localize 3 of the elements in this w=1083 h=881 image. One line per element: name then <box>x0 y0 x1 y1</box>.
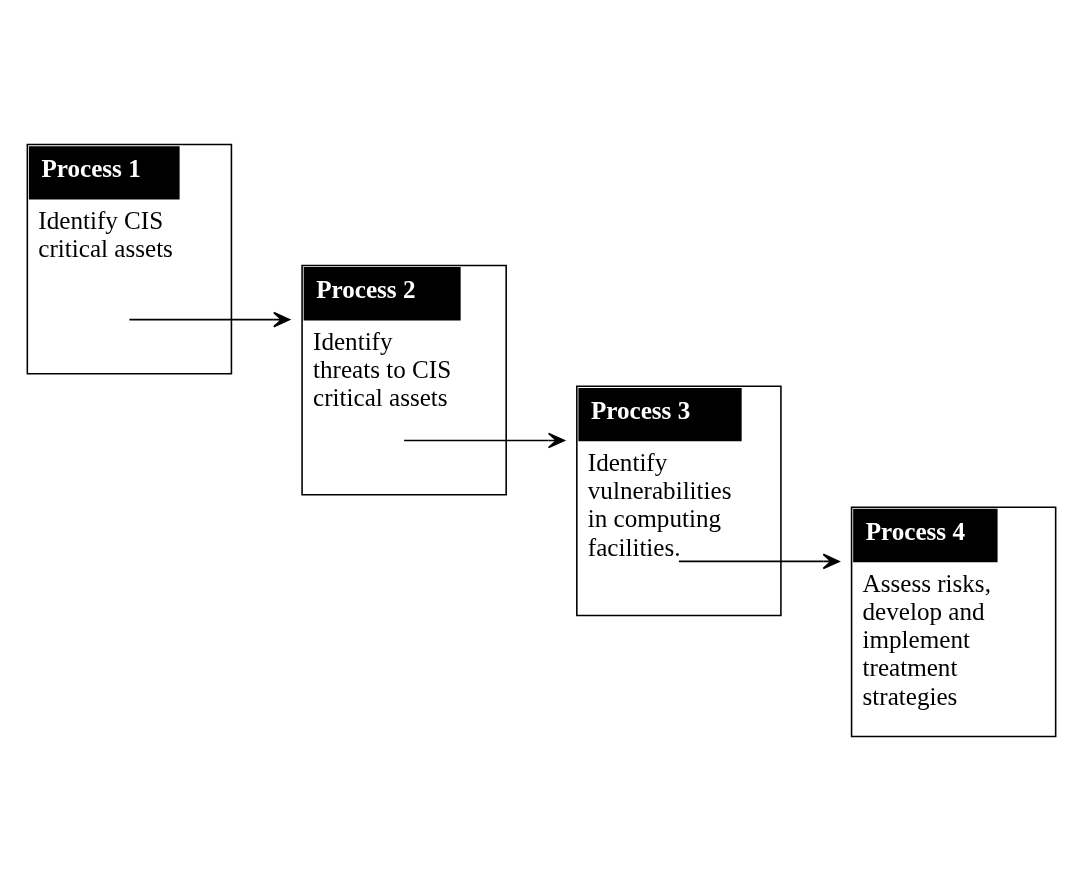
arrow <box>678 553 840 570</box>
arrow <box>403 432 566 449</box>
arrow <box>128 311 291 328</box>
